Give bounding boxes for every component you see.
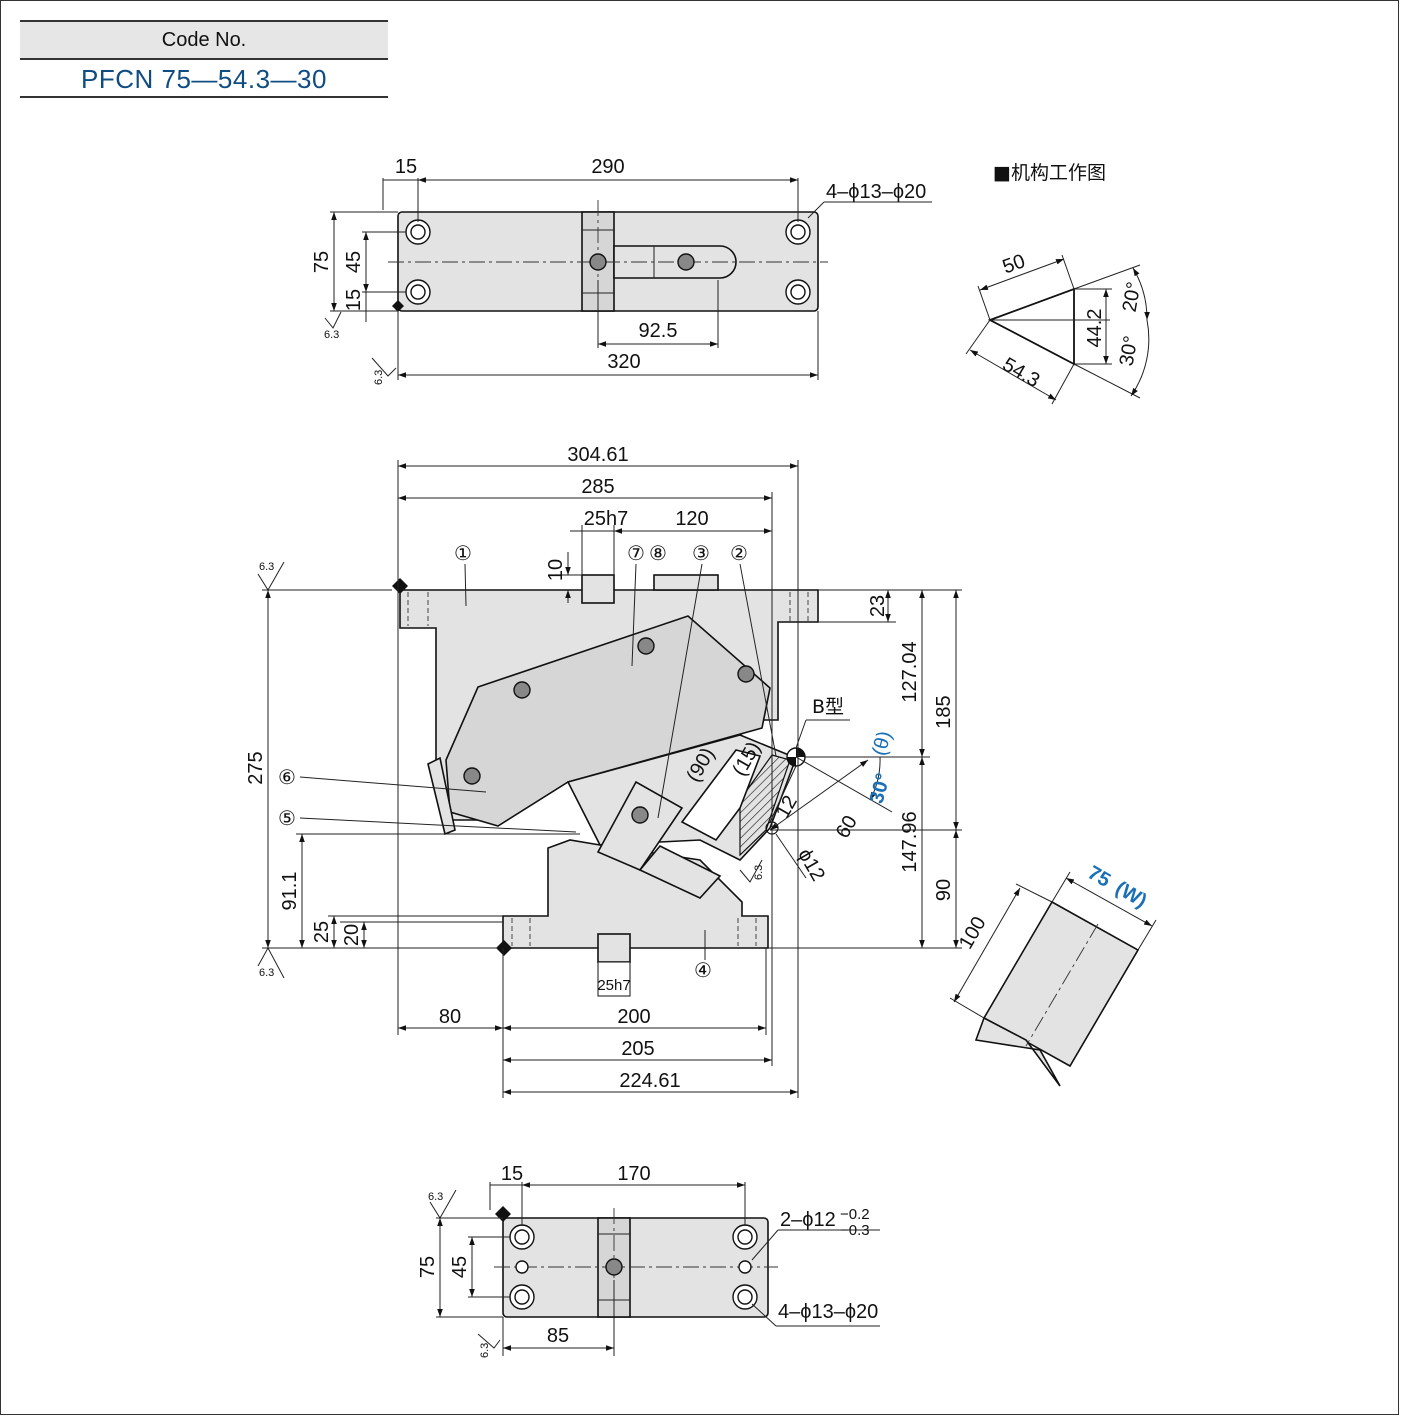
mount-hole-br — [785, 279, 811, 305]
dim-25h7-top: 25h7 — [584, 508, 629, 530]
mechanism-diagram: ■机构工作图 50 54.3 44.2 20° 30° — [965, 162, 1150, 405]
b-type-label: B型 — [812, 696, 844, 718]
dim-90: 90 — [933, 879, 955, 901]
dim-20: 20 — [341, 924, 363, 946]
tolerance-lower: −0.3 — [840, 1222, 870, 1239]
dim-25: 25 — [311, 921, 333, 943]
dim-80: 80 — [439, 1006, 461, 1028]
dim-15-bottom: 15 — [501, 1163, 523, 1185]
code-value: PFCN 75—54.3—30 — [20, 60, 388, 98]
code-label: Code No. — [20, 20, 388, 60]
angle-30: 30° — [866, 771, 895, 806]
rough-bottom-1: 6.3 — [428, 1191, 443, 1203]
dim-304-61: 304.61 — [567, 444, 628, 466]
dim-25h7-bottom: 25h7 — [597, 977, 630, 994]
balloon-4: ④ — [694, 960, 712, 982]
dim-45-top: 45 — [343, 251, 365, 273]
balloon-1: ① — [454, 543, 472, 565]
angle-theta: (θ) — [868, 729, 896, 758]
balloon-6: ⑥ — [278, 767, 296, 789]
dim-127-04: 127.04 — [899, 641, 921, 702]
rough-front-3: 6.3 — [753, 865, 765, 880]
code-box: Code No. PFCN 75—54.3—30 — [20, 20, 388, 98]
dim-120: 120 — [675, 508, 708, 530]
dim-147-96: 147.96 — [899, 811, 921, 872]
dim-75-top: 75 — [311, 251, 333, 273]
hole-note-2: 2–ϕ12 — [780, 1209, 836, 1231]
balloon-7: ⑦ — [627, 543, 645, 565]
tolerance-upper: −0.2 — [840, 1206, 870, 1223]
balloon-2: ② — [730, 543, 748, 565]
top-view: 15 290 4–ϕ13–ϕ20 75 45 15 6.3 92.5 320 6… — [311, 156, 932, 385]
dim-205: 205 — [621, 1038, 654, 1060]
angle-30-mech: 30° — [1116, 334, 1143, 368]
angle-20: 20° — [1119, 280, 1146, 314]
balloon-3: ③ — [692, 543, 710, 565]
dim-185: 185 — [933, 695, 955, 728]
dim-275: 275 — [245, 751, 267, 784]
dim-54-3: 54.3 — [999, 354, 1044, 393]
dim-85: 85 — [547, 1325, 569, 1347]
rough-top-2: 6.3 — [373, 370, 385, 385]
rough-bottom-2: 6.3 — [479, 1343, 491, 1358]
bottom-view: 15 170 2–ϕ12 −0.2 −0.3 75 45 6.3 4–ϕ13–ϕ… — [417, 1163, 880, 1358]
dim-10: 10 — [545, 559, 567, 581]
dim-290: 290 — [591, 156, 624, 178]
front-view: 304.61 285 25h7 120 10 23 127.04 147.96 … — [245, 444, 962, 1098]
rough-top-1: 6.3 — [324, 329, 339, 341]
dim-92-5: 92.5 — [639, 320, 678, 342]
balloon-5: ⑤ — [278, 808, 296, 830]
dim-15: 15 — [395, 156, 417, 178]
hole-note-4-bottom: 4–ϕ13–ϕ20 — [778, 1301, 878, 1323]
mechanism-title: ■机构工作图 — [993, 162, 1106, 184]
mount-hole-bl — [405, 279, 431, 305]
mount-hole-tr — [785, 219, 811, 245]
dim-60: 60 — [832, 812, 862, 842]
dim-45-bottom: 45 — [449, 1256, 471, 1278]
rough-front-1: 6.3 — [259, 561, 274, 573]
dim-75-w: 75 — [1084, 862, 1114, 892]
width-view: 100 75 (W) — [949, 862, 1157, 1087]
dim-170: 170 — [617, 1163, 650, 1185]
dim-75-bottom: 75 — [417, 1256, 439, 1278]
mount-hole-tl — [405, 219, 431, 245]
dim-23: 23 — [867, 595, 889, 617]
dim-15-top-v: 15 — [343, 289, 365, 311]
dim-320: 320 — [607, 351, 640, 373]
dim-200: 200 — [617, 1006, 650, 1028]
balloon-8: ⑧ — [649, 543, 667, 565]
dim-224-61: 224.61 — [619, 1070, 680, 1092]
hole-note-top: 4–ϕ13–ϕ20 — [826, 181, 926, 203]
dim-91-1: 91.1 — [279, 872, 301, 911]
dim-285: 285 — [581, 476, 614, 498]
rough-front-2: 6.3 — [259, 967, 274, 979]
dim-phi12: ϕ12 — [793, 845, 829, 885]
dim-44-2: 44.2 — [1084, 309, 1106, 348]
